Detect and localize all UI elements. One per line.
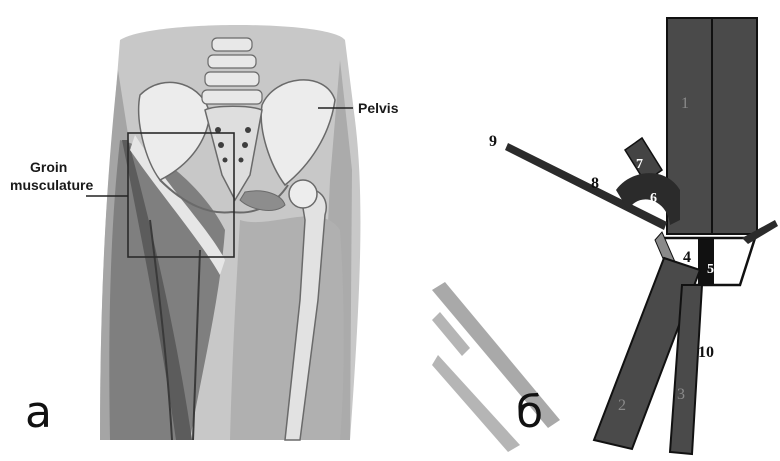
number-6: 6	[650, 191, 657, 206]
panel-a-letter: а	[25, 387, 52, 438]
number-5: 5	[707, 262, 714, 277]
number-9: 9	[489, 133, 497, 150]
number-10: 10	[698, 344, 714, 361]
number-2: 2	[618, 397, 626, 414]
right-thigh	[230, 216, 344, 440]
number-7: 7	[636, 157, 643, 172]
femoral-head	[289, 180, 317, 208]
number-4: 4	[683, 249, 691, 266]
number-1: 1	[681, 95, 689, 112]
groin-label-line1: Groin	[30, 159, 67, 175]
groin-label-line2: musculature	[10, 177, 93, 193]
number-8: 8	[591, 175, 599, 192]
number-3: 3	[677, 386, 685, 403]
panel-b-letter: б	[516, 387, 543, 438]
panel-b-schematic: 1 2 3 4 5 6 7 8 9 10 б	[432, 18, 778, 454]
panel-a-illustration: Pelvis Groin musculature а	[10, 25, 399, 440]
pelvis-label: Pelvis	[358, 100, 399, 116]
